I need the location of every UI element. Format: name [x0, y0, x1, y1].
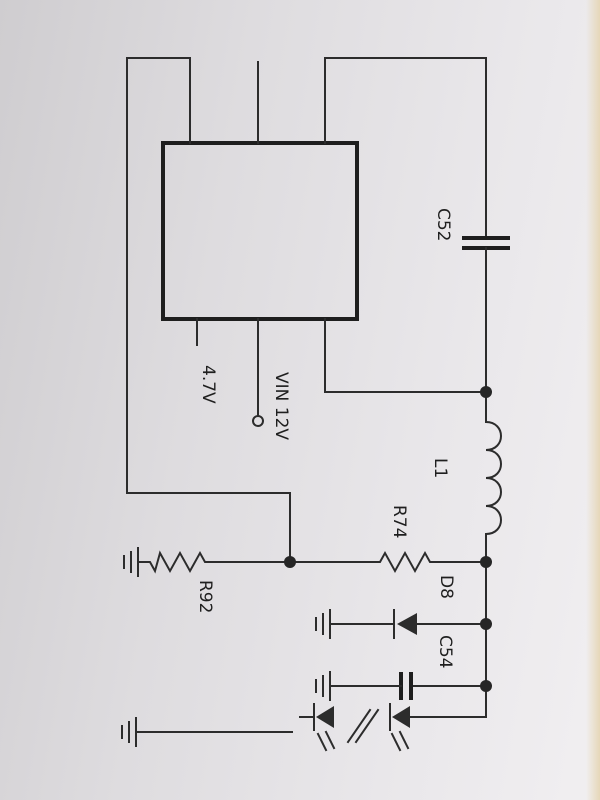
label-d8: D8 [436, 575, 456, 599]
wire-feedback [126, 57, 291, 563]
label-c52: C52 [433, 208, 453, 242]
led-gap-dash-1 [354, 708, 380, 744]
label-r92: R92 [195, 580, 215, 613]
led-2-body [316, 706, 334, 728]
led-1-body [392, 706, 410, 728]
wire-bootstrap-top [324, 57, 487, 239]
led-gap-dash-2 [346, 708, 372, 744]
diode-d8-body [397, 613, 417, 635]
wire-feedback-pin [126, 57, 191, 144]
vin-terminal [252, 415, 264, 427]
resistor-r92 [139, 550, 291, 574]
led-2-ray-a [324, 730, 336, 750]
wire-switch-node [324, 318, 487, 393]
junction-feedback [284, 556, 296, 568]
junction-d8 [480, 618, 492, 630]
inductor-l1 [484, 420, 502, 536]
junction-c54 [480, 680, 492, 692]
label-r74: R74 [389, 505, 409, 538]
junction-switch [480, 386, 492, 398]
junction-output [480, 556, 492, 568]
ic-chip [161, 141, 359, 321]
label-l1: L1 [430, 458, 450, 478]
label-4v7: 4.7V [198, 365, 218, 404]
resistor-r74 [289, 550, 487, 574]
label-c54: C54 [435, 635, 455, 669]
led-1-ray-a [398, 730, 410, 750]
label-vin: VIN 12V [271, 372, 291, 440]
led-1-ray-b [390, 732, 402, 752]
paper-edge [586, 0, 600, 800]
led-2-ray-b [316, 732, 328, 752]
